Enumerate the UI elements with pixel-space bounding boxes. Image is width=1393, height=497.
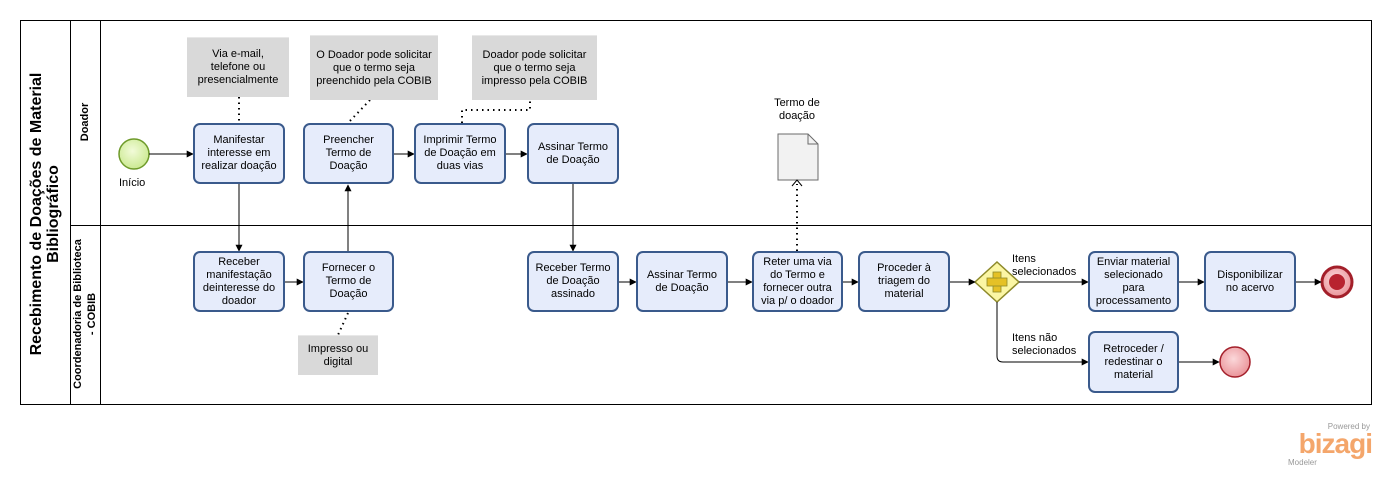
task-label: Preencher Termo de Doação: [323, 134, 374, 172]
pool-title: Recebimento de Doações de Material Bibli…: [28, 72, 62, 356]
task-reter-via[interactable]: Reter uma via do Termo e fornecer outra …: [752, 251, 843, 312]
task-label: Manifestar interesse em realizar doação: [201, 134, 277, 172]
task-label: Fornecer o Termo de Doação: [321, 262, 376, 300]
end-event-retroceder[interactable]: [1219, 346, 1251, 378]
task-label: Disponibilizar no acervo: [1217, 268, 1283, 294]
task-label: Receber Termo de Doação assinado: [535, 262, 611, 300]
task-enviar-material[interactable]: Enviar material selecionado para process…: [1088, 251, 1179, 312]
brand-powered-by: Powered by: [1327, 422, 1370, 431]
task-label: Imprimir Termo de Doação em duas vias: [423, 134, 497, 172]
flow-label-nao-selecionados: Itens não selecionados: [1012, 332, 1077, 357]
task-assinar-termo-doador[interactable]: Assinar Termo de Doação: [527, 123, 619, 184]
lane-label-doador: Doador: [79, 102, 91, 142]
associations: [238, 97, 798, 336]
task-label: Retroceder / redestinar o material: [1103, 342, 1164, 381]
task-label: Assinar Termo de Doação: [537, 140, 609, 166]
task-label: Proceder à triagem do material: [877, 262, 931, 300]
annotation-impresso-cobib[interactable]: Doador pode solicitar que o termo seja i…: [472, 35, 597, 100]
sequence-flows: [149, 150, 1322, 366]
document-icon[interactable]: [777, 133, 819, 181]
task-disponibilizar-acervo[interactable]: Disponibilizar no acervo: [1204, 251, 1296, 312]
task-receber-termo-assinado[interactable]: Receber Termo de Doação assinado: [527, 251, 619, 312]
assoc-impresso-digital: [337, 312, 349, 336]
start-event[interactable]: [118, 138, 150, 170]
task-label: Receber manifestação deinteresse do doad…: [202, 255, 276, 307]
task-retroceder-redestinar[interactable]: Retroceder / redestinar o material: [1088, 331, 1179, 393]
brand-product: Modeler: [1288, 458, 1317, 467]
flow-label-selecionados: Itens selecionados: [1012, 253, 1077, 278]
annotation-via-email[interactable]: Via e-mail, telefone ou presencialmente: [187, 37, 289, 97]
annotation-impresso-digital[interactable]: Impresso ou digital: [298, 335, 378, 375]
flow-gateway-retroceder: [996, 302, 1089, 366]
task-imprimir-termo[interactable]: Imprimir Termo de Doação em duas vias: [414, 123, 506, 184]
task-fornecer-termo[interactable]: Fornecer o Termo de Doação: [303, 251, 394, 312]
task-receber-manifestacao[interactable]: Receber manifestação deinteresse do doad…: [193, 251, 285, 312]
task-manifestar-interesse[interactable]: Manifestar interesse em realizar doação: [193, 123, 285, 184]
task-proceder-triagem[interactable]: Proceder à triagem do material: [858, 251, 950, 312]
task-label: Enviar material selecionado para process…: [1095, 255, 1172, 307]
task-label: Reter uma via do Termo e fornecer outra …: [761, 255, 834, 307]
task-assinar-termo-cobib[interactable]: Assinar Termo de Doação: [636, 251, 728, 312]
task-label: Assinar Termo de Doação: [646, 268, 718, 294]
lane-label-cobib: Coordenadoria de Biblioteca - COBIB: [72, 239, 98, 389]
assoc-termo-arrowhead: [791, 179, 803, 187]
brand-logo: bizagi: [1298, 428, 1373, 459]
end-event-terminate-dot: [1329, 274, 1345, 290]
assoc-impresso: [461, 100, 531, 123]
start-event-label: Início: [119, 177, 146, 189]
document-label: Termo de doação: [774, 97, 820, 122]
annotation-preencher-cobib[interactable]: O Doador pode solicitar que o termo seja…: [310, 35, 438, 100]
task-preencher-termo[interactable]: Preencher Termo de Doação: [303, 123, 394, 184]
